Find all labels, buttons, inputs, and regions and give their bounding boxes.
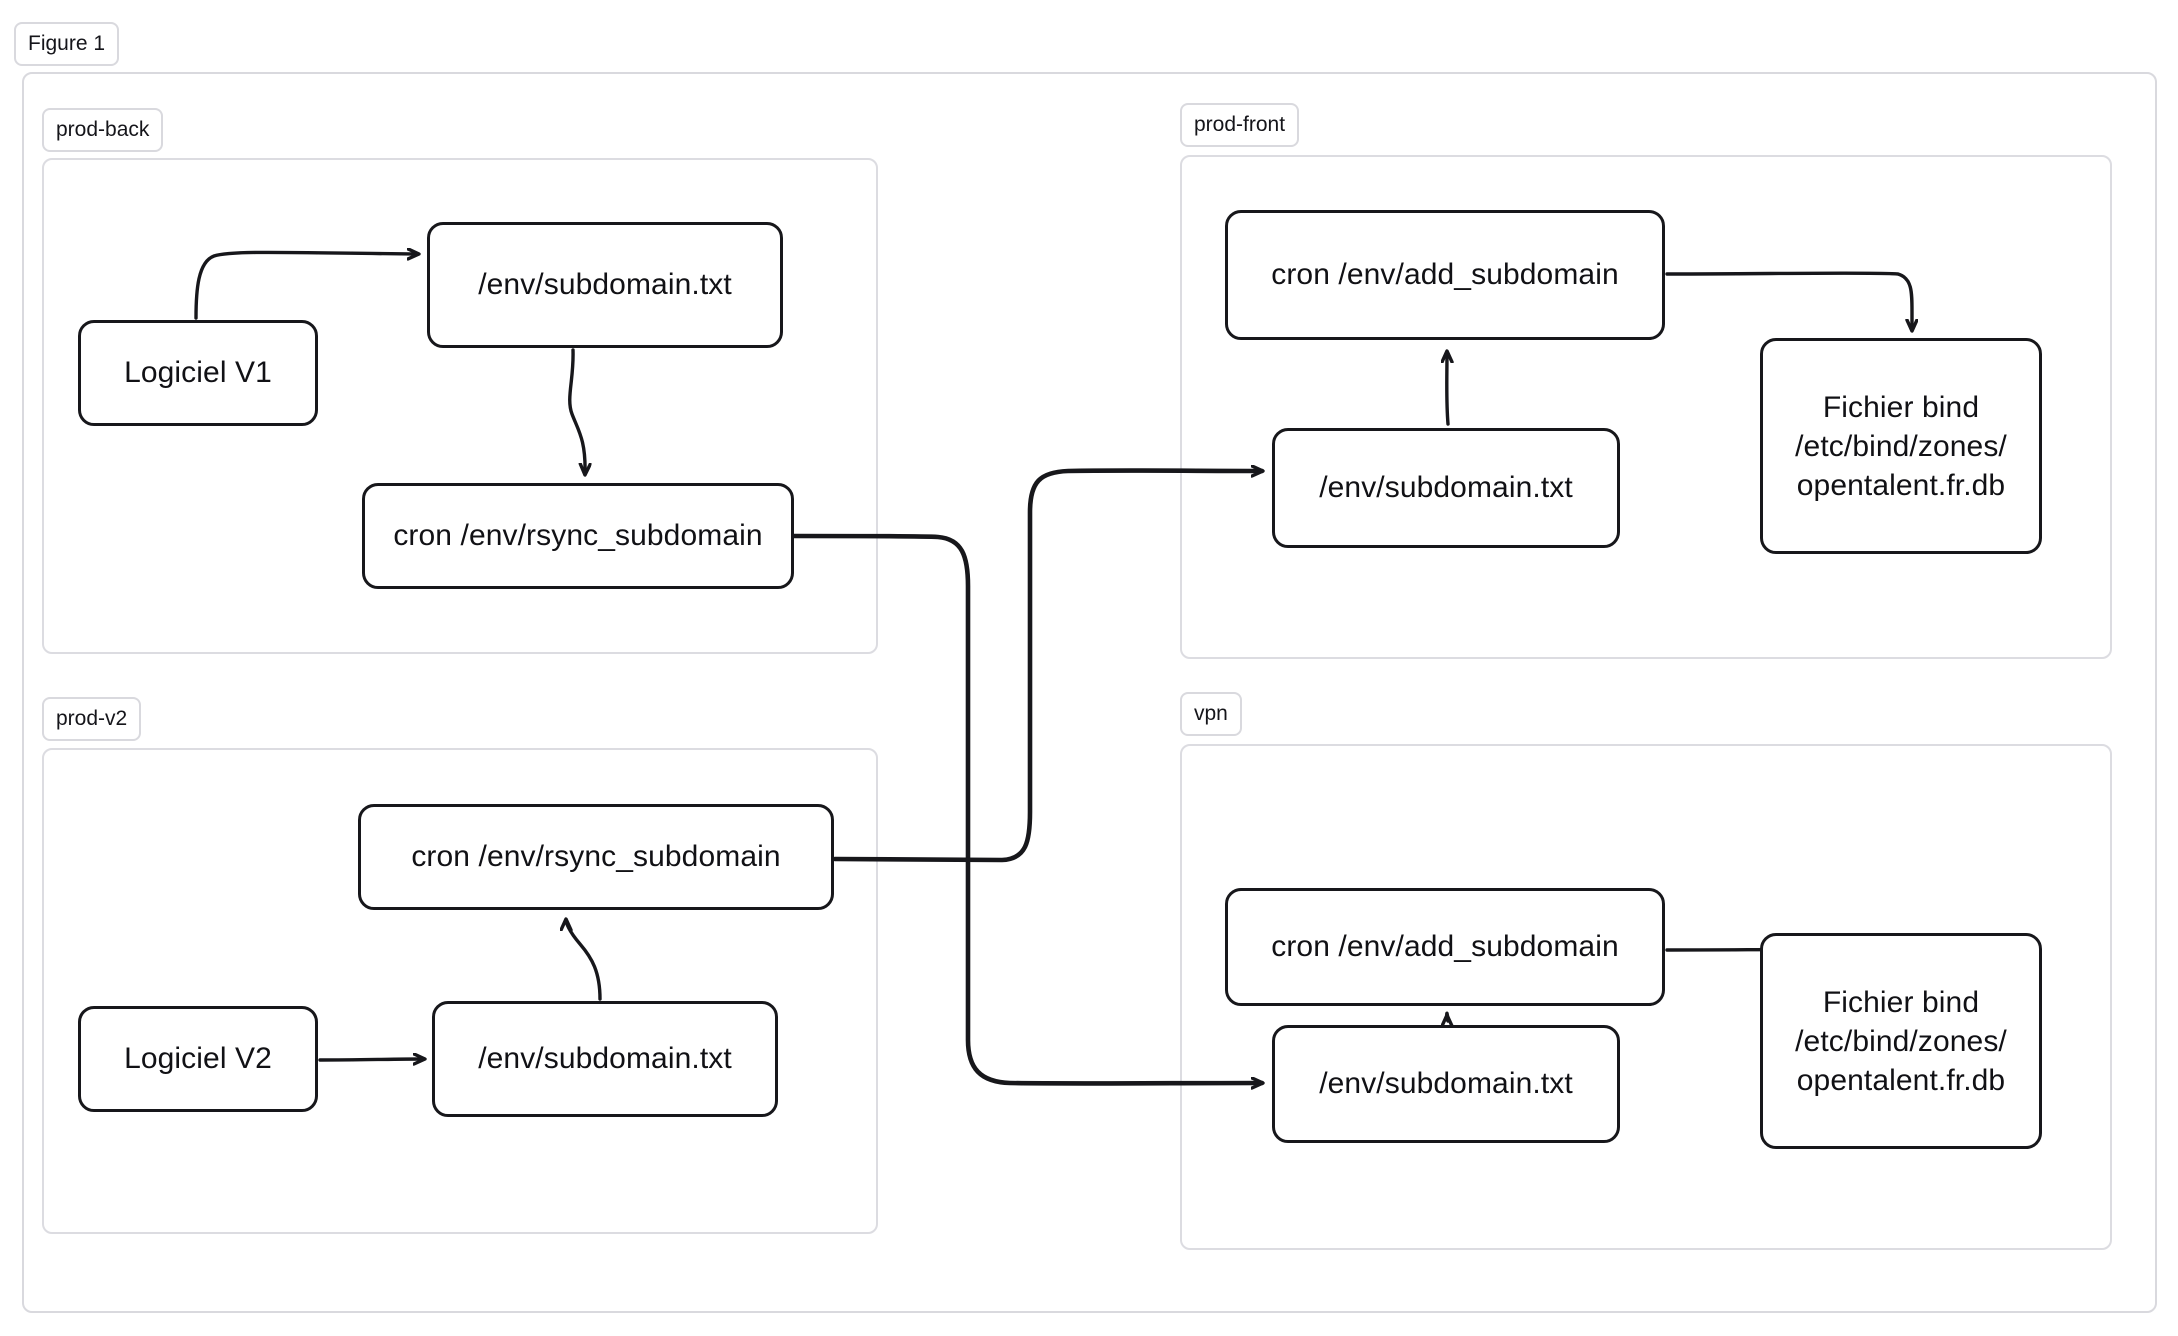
panel-prod-back <box>42 158 878 654</box>
node-front-bind-file[interactable]: Fichier bind/etc/bind/zones/opentalent.f… <box>1760 338 2042 554</box>
node-back-subdomain-txt[interactable]: /env/subdomain.txt <box>427 222 783 348</box>
figure-label: Figure 1 <box>14 22 120 66</box>
panel-label-prod-back: prod-back <box>42 108 164 152</box>
node-v2-logiciel[interactable]: Logiciel V2 <box>78 1006 318 1112</box>
panel-label-prod-front: prod-front <box>1180 103 1300 147</box>
node-front-add-subdomain-cron[interactable]: cron /env/add_subdomain <box>1225 210 1665 340</box>
panel-prod-front <box>1180 155 2112 659</box>
panel-label-prod-v2: prod-v2 <box>42 697 142 741</box>
node-vpn-add-subdomain-cron[interactable]: cron /env/add_subdomain <box>1225 888 1665 1006</box>
panel-label-vpn: vpn <box>1180 692 1242 736</box>
node-front-subdomain-txt[interactable]: /env/subdomain.txt <box>1272 428 1620 548</box>
node-back-rsync-cron[interactable]: cron /env/rsync_subdomain <box>362 483 794 589</box>
node-back-logiciel[interactable]: Logiciel V1 <box>78 320 318 426</box>
node-v2-subdomain-txt[interactable]: /env/subdomain.txt <box>432 1001 778 1117</box>
outer-frame <box>22 72 2157 1313</box>
node-vpn-bind-file[interactable]: Fichier bind/etc/bind/zones/opentalent.f… <box>1760 933 2042 1149</box>
node-vpn-subdomain-txt[interactable]: /env/subdomain.txt <box>1272 1025 1620 1143</box>
node-v2-rsync-cron[interactable]: cron /env/rsync_subdomain <box>358 804 834 910</box>
